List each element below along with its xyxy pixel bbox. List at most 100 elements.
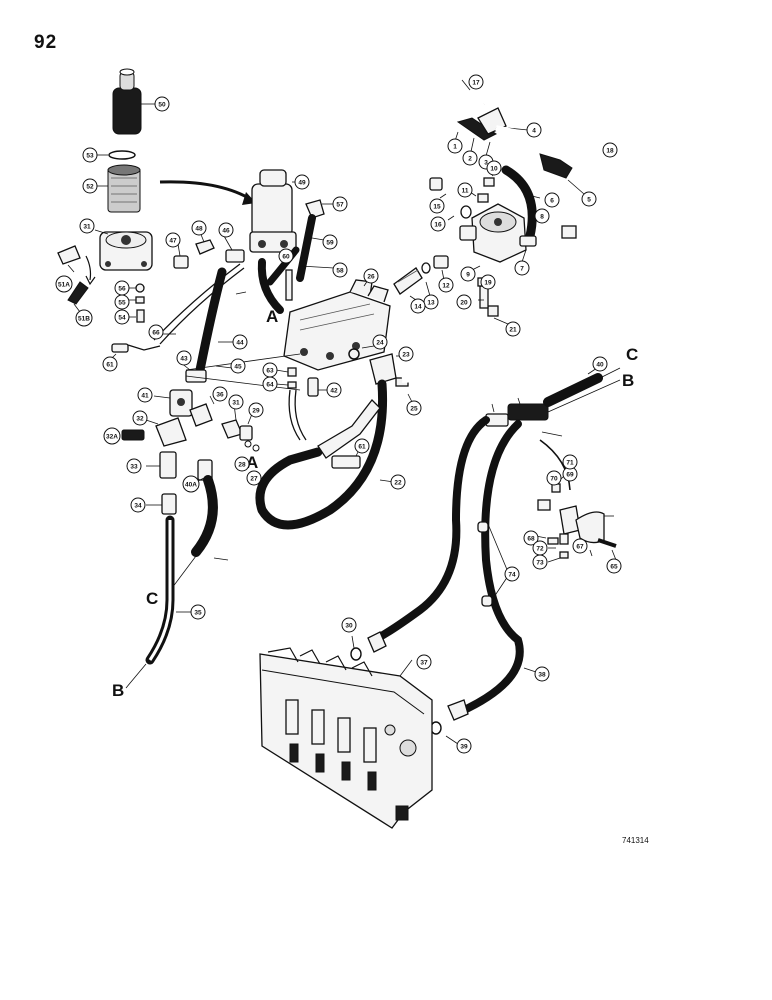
callout-57: 57 xyxy=(332,196,348,212)
callout-61-left: 61 xyxy=(102,356,118,372)
callout-38: 38 xyxy=(534,666,550,682)
svg-text:8: 8 xyxy=(540,213,544,220)
callout-33: 33 xyxy=(126,458,142,474)
svg-text:64: 64 xyxy=(266,381,274,388)
svg-text:27: 27 xyxy=(250,475,258,482)
svg-text:46: 46 xyxy=(222,227,230,234)
callout-43: 43 xyxy=(176,350,192,366)
callout-32a: 32A xyxy=(103,427,121,445)
fitting-24 xyxy=(348,345,375,360)
callout-58: 58 xyxy=(332,262,348,278)
callout-68: 68 xyxy=(523,530,539,546)
elbow-57 xyxy=(305,199,334,219)
svg-text:48: 48 xyxy=(195,225,203,232)
callout-22: 22 xyxy=(390,474,406,490)
callout-49: 49 xyxy=(294,174,310,190)
callout-59: 59 xyxy=(322,234,338,250)
callout-39: 39 xyxy=(456,738,472,754)
callout-64: 64 xyxy=(262,376,278,392)
svg-text:60: 60 xyxy=(282,253,290,260)
svg-text:35: 35 xyxy=(194,609,202,616)
callout-72: 72 xyxy=(532,540,548,556)
svg-text:13: 13 xyxy=(427,299,435,306)
coupling-12 xyxy=(433,255,449,281)
callout-6: 6 xyxy=(544,192,560,208)
callout-69: 69 xyxy=(562,466,578,482)
reference-letter-a: A xyxy=(266,307,278,326)
svg-text:22: 22 xyxy=(394,479,402,486)
tee-61 xyxy=(317,399,381,469)
nut-64 xyxy=(275,381,297,389)
reference-letter-a-lower: A xyxy=(246,453,258,472)
svg-text:51B: 51B xyxy=(78,315,90,322)
svg-text:59: 59 xyxy=(326,239,334,246)
svg-text:47: 47 xyxy=(169,237,177,244)
svg-text:31: 31 xyxy=(232,399,240,406)
svg-text:45: 45 xyxy=(234,363,242,370)
filter-head-31 xyxy=(94,229,153,271)
svg-text:11: 11 xyxy=(462,187,469,194)
callout-26: 26 xyxy=(363,268,379,284)
callout-4: 4 xyxy=(526,122,542,138)
callout-34: 34 xyxy=(130,497,146,513)
fitting-7 xyxy=(519,235,537,263)
svg-text:10: 10 xyxy=(490,165,498,172)
svg-text:36: 36 xyxy=(216,391,224,398)
callout-44: 44 xyxy=(232,334,248,350)
svg-text:3: 3 xyxy=(484,159,488,166)
fitting-29 xyxy=(239,413,253,441)
svg-text:28: 28 xyxy=(238,461,246,468)
svg-text:5: 5 xyxy=(587,196,591,203)
small-hardware-54-56 xyxy=(127,283,145,323)
svg-text:42: 42 xyxy=(330,387,338,394)
callout-73: 73 xyxy=(532,554,548,570)
callout-66: 66 xyxy=(148,324,164,340)
svg-text:24: 24 xyxy=(376,339,384,346)
bolt-63 xyxy=(275,367,297,377)
svg-text:33: 33 xyxy=(130,463,138,470)
seal-16 xyxy=(447,205,472,221)
svg-text:55: 55 xyxy=(118,299,126,306)
svg-text:72: 72 xyxy=(536,545,544,552)
manifold-41 xyxy=(153,389,193,417)
svg-text:39: 39 xyxy=(460,743,468,750)
svg-text:41: 41 xyxy=(141,392,149,399)
svg-text:2: 2 xyxy=(468,155,472,162)
svg-text:61: 61 xyxy=(358,443,366,450)
callout-20: 20 xyxy=(456,294,472,310)
callout-7: 7 xyxy=(514,260,530,276)
ring-13 xyxy=(421,262,431,297)
callout-48: 48 xyxy=(191,220,207,236)
callout-37: 37 xyxy=(416,654,432,670)
control-valve-37 xyxy=(259,647,433,829)
valve-block-26 xyxy=(283,279,391,371)
callout-70: 70 xyxy=(546,470,562,486)
tube-17 xyxy=(431,79,488,176)
pump-9 xyxy=(459,203,527,273)
callout-42: 42 xyxy=(326,382,342,398)
callout-28: 28 xyxy=(234,456,250,472)
callout-21: 21 xyxy=(505,321,521,337)
callout-layer: 1234567891011121314151617181920212223242… xyxy=(55,74,622,754)
reference-letter-b-right: B xyxy=(622,371,634,390)
svg-text:50: 50 xyxy=(158,101,166,108)
callout-41: 41 xyxy=(137,387,153,403)
svg-text:25: 25 xyxy=(410,405,418,412)
svg-text:65: 65 xyxy=(610,563,618,570)
seal-28-27 xyxy=(244,440,260,452)
callout-40: 40 xyxy=(592,356,608,372)
svg-text:30: 30 xyxy=(345,622,353,629)
callout-47: 47 xyxy=(165,232,181,248)
svg-text:70: 70 xyxy=(550,475,558,482)
callout-23: 23 xyxy=(398,346,414,362)
svg-text:56: 56 xyxy=(118,285,126,292)
callout-53: 53 xyxy=(82,147,98,163)
svg-text:19: 19 xyxy=(484,279,492,286)
shaft-14 xyxy=(393,267,423,301)
callout-65: 65 xyxy=(606,558,622,574)
svg-text:58: 58 xyxy=(336,267,344,274)
callout-19: 19 xyxy=(480,274,496,290)
callout-46: 46 xyxy=(218,222,234,238)
reference-letter-b: B xyxy=(112,681,124,700)
svg-text:51A: 51A xyxy=(58,281,70,288)
